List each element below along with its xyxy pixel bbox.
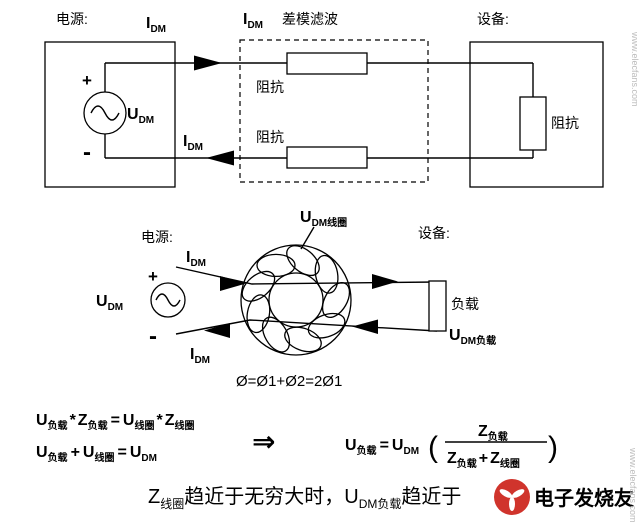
implies-arrow: ⇒	[252, 426, 275, 457]
udm-label-source: UDM	[127, 106, 154, 126]
idm-label-mid-bottom: IDM	[190, 346, 210, 366]
current-arrow-return	[204, 323, 230, 338]
impedance-resistor-device	[519, 96, 547, 151]
toroid-outer-ring	[240, 244, 352, 356]
current-arrow-right	[194, 55, 222, 71]
mid-device-title: 设备:	[418, 225, 450, 241]
sine-wave-icon	[155, 293, 181, 307]
winding-loop	[286, 245, 320, 277]
load-label: 负载	[451, 296, 479, 312]
equation-3-lhs: U负载=UDM	[345, 437, 419, 457]
top-source-title: 电源:	[56, 11, 88, 27]
fraction-denominator: Z负载+Z线圈	[447, 450, 520, 470]
top-device-title: 设备:	[477, 11, 509, 27]
winding-loop	[284, 326, 322, 353]
logo-blade	[511, 489, 525, 498]
toroid-core	[240, 244, 352, 356]
current-arrow-feed	[220, 276, 246, 291]
flux-formula: Ø=Ø1+Ø2=2Ø1	[236, 373, 342, 390]
winding-loop	[256, 253, 296, 278]
impedance-label-device: 阻抗	[551, 115, 579, 131]
minus-terminal: -	[83, 139, 91, 166]
top-circuit: 电源: IDM IDM 差模滤波 设备: 阻抗 阻抗 阻抗 + - UDM ID…	[44, 11, 604, 188]
winding-loop	[307, 312, 346, 339]
left-paren: (	[428, 431, 438, 464]
minus-terminal: -	[149, 323, 157, 350]
plus-terminal: +	[148, 267, 158, 286]
coil-voltage-label: UDM线圈	[300, 209, 347, 229]
current-arrow-left	[206, 150, 234, 166]
middle-circuit: UDM线圈 电源: IDM 设备: + - UD	[96, 209, 496, 390]
fraction-numerator: Z负载	[478, 423, 508, 443]
filter-dashed-box	[239, 39, 429, 183]
logo-blade	[509, 497, 515, 511]
watermark: 电子发烧友 www.elecfans.com www.elecfans.com	[494, 31, 640, 523]
load-resistor	[428, 280, 447, 332]
watermark-url-top: www.elecfans.com	[630, 31, 640, 107]
winding-loop	[241, 270, 276, 302]
conclusion-text: Z线圈趋近于无穷大时，UDM负载趋近于	[148, 485, 461, 511]
watermark-url-bottom: www.elecfans.com	[628, 447, 638, 523]
udm-load-label: UDM负载	[449, 327, 496, 347]
idm-label-filter: IDM	[243, 11, 263, 31]
logo-blade	[499, 489, 513, 498]
equation-2: U负载+U线圈=UDM	[36, 444, 157, 464]
device-box	[469, 41, 604, 188]
mid-source-title: 电源:	[141, 229, 173, 245]
current-arrow-from-load	[352, 319, 378, 334]
ac-source-icon	[83, 91, 127, 135]
winding-loop	[261, 316, 291, 353]
equations: U负载*Z负载=U线圈*Z线圈 U负载+U线圈=UDM ⇒ U负载=UDM ( …	[36, 412, 558, 470]
watermark-brand: 电子发烧友	[534, 486, 634, 510]
ac-source-icon	[150, 282, 186, 318]
filter-title: 差模滤波	[282, 11, 338, 27]
idm-label-mid-top: IDM	[186, 249, 206, 269]
logo-blades	[499, 489, 525, 511]
winding-loop	[314, 254, 339, 294]
udm-label-mid: UDM	[96, 293, 123, 313]
impedance-resistor-bottom	[286, 146, 368, 169]
right-paren: )	[548, 431, 558, 464]
idm-label-top-left: IDM	[146, 15, 166, 35]
impedance-label-top: 阻抗	[256, 79, 284, 95]
idm-label-bottom: IDM	[183, 133, 203, 153]
source-box	[44, 41, 176, 188]
sine-wave-icon	[90, 105, 120, 121]
equation-1: U负载*Z负载=U线圈*Z线圈	[36, 412, 195, 432]
current-arrow-to-load	[372, 274, 398, 289]
winding-loop	[246, 294, 271, 334]
plus-terminal: +	[82, 71, 92, 90]
impedance-label-bottom: 阻抗	[256, 129, 284, 145]
impedance-resistor-top	[286, 52, 368, 75]
